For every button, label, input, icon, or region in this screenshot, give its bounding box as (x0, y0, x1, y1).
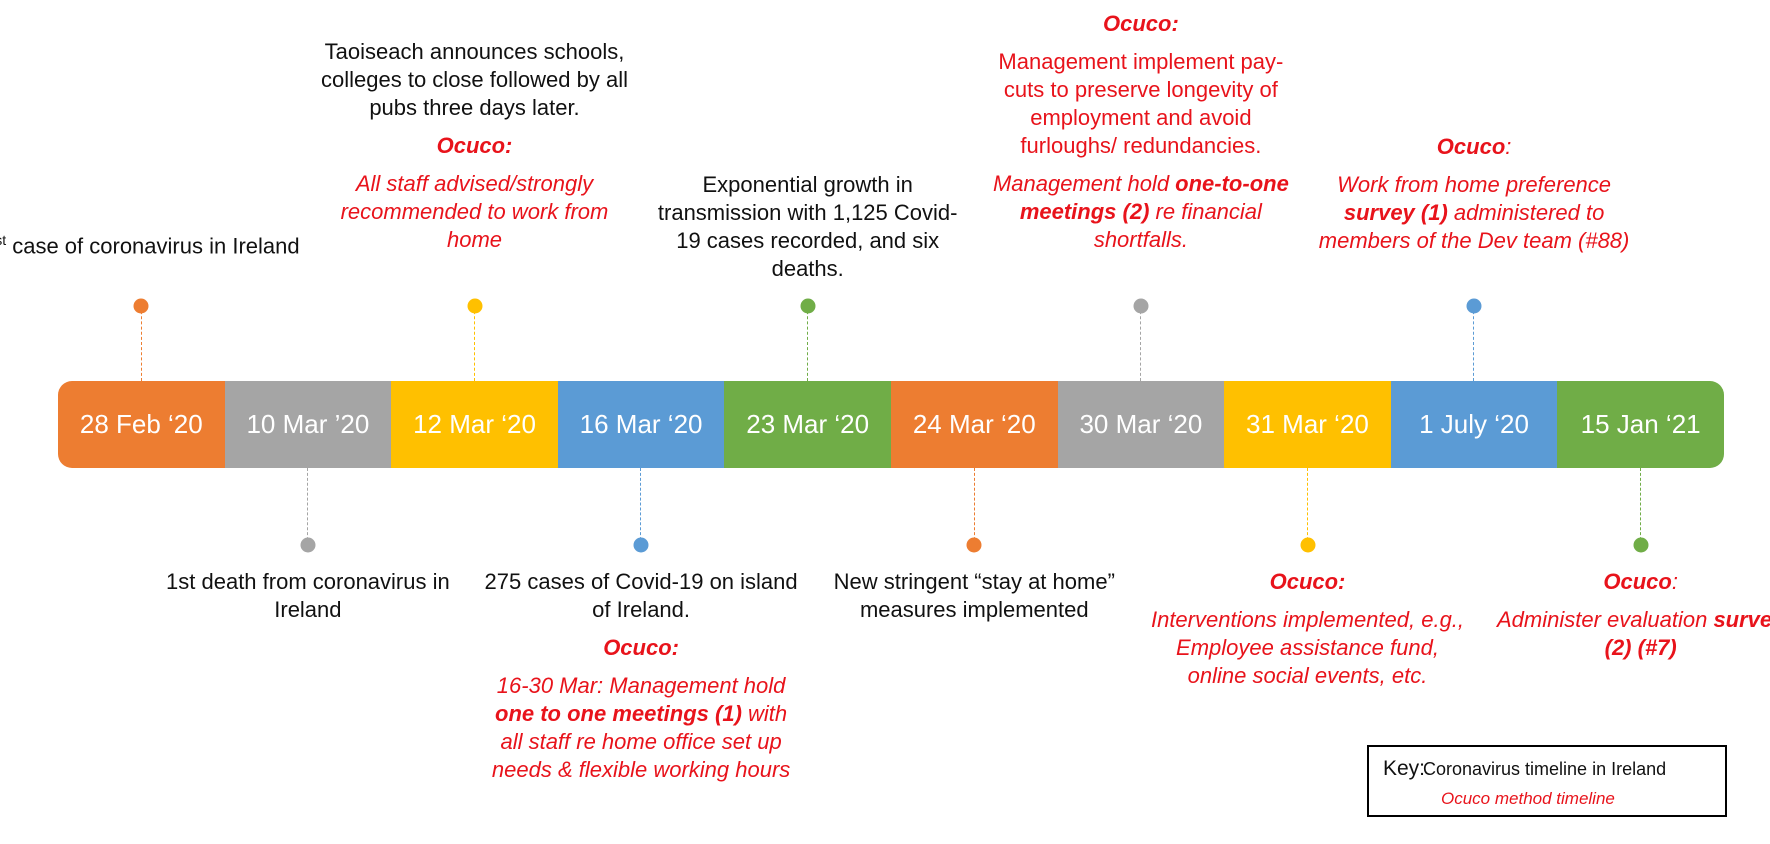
ireland-event-text: 1st case of coronavirus in Ireland (0, 226, 301, 260)
connector-line (307, 468, 309, 545)
ocuco-text-run: with all staff re home office set up nee… (491, 701, 791, 782)
connector-line (1473, 306, 1475, 381)
key-ocuco-entry: Ocuco method timeline (1441, 789, 1615, 808)
connector-line (806, 306, 808, 381)
event-note-3: Taoiseach announces schools, colleges to… (315, 38, 635, 264)
timeline-segment-5: 23 Mar ‘20 (724, 381, 891, 468)
ireland-event-body: case of coronavirus in Ireland (6, 233, 300, 259)
event-marker-dot (467, 298, 482, 314)
ocuco-header-label: Ocuco: (436, 133, 513, 158)
key-label: Key: (1383, 757, 1426, 780)
connector-line (140, 306, 142, 381)
event-note-4: 275 cases of Covid-19 on island of Irela… (481, 568, 801, 794)
ocuco-emphasis: survey (1) (1343, 200, 1448, 225)
event-marker-dot (133, 298, 149, 314)
ocuco-event-text: Management implement pay-cuts to preserv… (998, 49, 1284, 158)
ocuco-text-run: 16-30 Mar: Management hold (496, 673, 786, 698)
ocuco-text-run: Work from home preference (1337, 172, 1612, 197)
event-note-1: 1st case of coronavirus in Ireland (0, 226, 301, 270)
key-ireland-entry: Coronavirus timeline in Ireland (1423, 759, 1667, 779)
ocuco-text-run: administered to members of the Dev team … (1318, 200, 1630, 253)
timeline-segment-6: 24 Mar ‘20 (890, 381, 1058, 468)
connector-line (1639, 468, 1641, 545)
ocuco-emphasis: one to one meetings (1) (495, 701, 742, 726)
ocuco-emphasis: survey (2) (#7) (1604, 607, 1770, 660)
ocuco-text-run: re financial shortfalls. (1093, 199, 1262, 252)
timeline-segment-4: 16 Mar ‘20 (557, 381, 725, 468)
connector-line (1140, 306, 1142, 381)
ireland-event-text: 1st death from coronavirus in Ireland (166, 569, 450, 622)
connector-line (473, 306, 475, 381)
ireland-event-text: Taoiseach announces schools, colleges to… (321, 39, 628, 120)
ireland-event-text: Exponential growth in transmission with … (657, 172, 958, 281)
ireland-event-text: New stringent “stay at home” measures im… (833, 569, 1115, 622)
ireland-event-text: 275 cases of Covid-19 on island of Irela… (484, 569, 798, 622)
connector-line (973, 468, 975, 545)
event-note-7: Ocuco: Management implement pay-cuts to p… (981, 10, 1301, 264)
ocuco-header-label: Ocuco: (1269, 569, 1346, 594)
ocuco-header: Ocuco: (481, 634, 801, 662)
event-marker-dot (1300, 537, 1315, 553)
ocuco-text-run: Administer evaluation (1496, 607, 1714, 632)
ocuco-header: Ocuco: (981, 10, 1301, 38)
event-note-9: Ocuco: Work from home preference survey (… (1314, 133, 1634, 265)
event-note-8: Ocuco: Interventions implemented, e.g., E… (1148, 568, 1468, 700)
ocuco-event-text: 16-30 Mar: Management hold one to one me… (481, 672, 801, 784)
ocuco-emphasis: one-to-one meetings (2) (1019, 171, 1289, 224)
timeline-segment-3: 12 Mar ‘20 (391, 381, 558, 468)
ocuco-header-label: Ocuco: (1102, 11, 1179, 36)
ocuco-event-text: All staff advised/strongly recommended t… (340, 171, 609, 252)
ocuco-header-label: Ocuco: (603, 635, 679, 660)
event-note-6: New stringent “stay at home” measures im… (814, 568, 1134, 634)
connector-line (640, 468, 642, 545)
ocuco-event-text: Management hold one-to-one meetings (2) … (981, 170, 1301, 254)
ocuco-header: Ocuco: (1481, 568, 1770, 596)
timeline-segment-7: 30 Mar ‘20 (1057, 381, 1225, 468)
timeline-segment-10: 15 Jan ‘21 (1557, 381, 1724, 468)
ireland-event-ordinal-suffix: st (0, 232, 7, 248)
ocuco-event-text: Work from home preference survey (1) adm… (1314, 171, 1634, 255)
event-note-2: 1st death from coronavirus in Ireland (148, 568, 468, 634)
ocuco-header-label: Ocuco (1436, 134, 1506, 159)
ocuco-event-text: Interventions implemented, e.g., Employe… (1150, 607, 1465, 688)
event-marker-dot (633, 537, 649, 553)
event-marker-dot (1133, 298, 1149, 314)
event-marker-dot (1466, 298, 1482, 314)
timeline-segment-9: 1 July ‘20 (1390, 381, 1558, 468)
ocuco-header: Ocuco: (1148, 568, 1468, 596)
ocuco-header: Ocuco: (1314, 133, 1634, 161)
event-marker-dot (800, 298, 816, 314)
event-marker-dot (966, 537, 982, 553)
ocuco-header-colon: : (1671, 569, 1678, 594)
timeline-segment-1: 28 Feb ‘20 (58, 381, 225, 468)
timeline-segment-2: 10 Mar ’20 (224, 381, 392, 468)
ocuco-header-label: Ocuco (1603, 569, 1672, 594)
event-marker-dot (300, 537, 316, 553)
event-note-5: Exponential growth in transmission with … (648, 171, 968, 293)
timeline-segment-8: 31 Mar ‘20 (1224, 381, 1391, 468)
event-marker-dot (1633, 537, 1649, 553)
ocuco-header: Ocuco: (315, 132, 635, 160)
legend-key: Key: Coronavirus timeline in Ireland Ocu… (1367, 745, 1727, 817)
ocuco-event-text: Administer evaluation survey (2) (#7) (1481, 606, 1770, 662)
ocuco-header-colon: : (1505, 134, 1512, 159)
event-note-10: Ocuco: Administer evaluation survey (2) (… (1481, 568, 1770, 672)
ocuco-text-run: Management hold (992, 171, 1176, 196)
connector-line (1306, 468, 1308, 545)
